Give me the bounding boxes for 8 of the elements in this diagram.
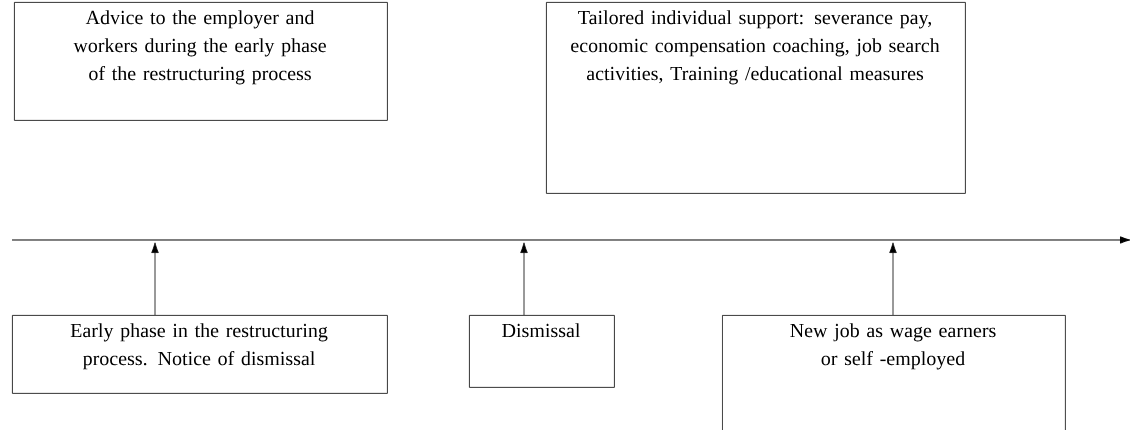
text-box: Advice to the employer and workers during the early phase of the restructuring process: [14, 2, 388, 121]
arrow: [520, 242, 528, 316]
text-box: Early phase in the restructuring process. Notice of dismissal: [12, 315, 388, 394]
text-box: New job as wage earners or self -employed: [722, 315, 1066, 430]
arrow: [889, 242, 897, 316]
arrow: [151, 242, 159, 316]
text-box: Tailored individual support: severance pay, economic compensation coaching, job search activities, Training /educational measures: [546, 2, 966, 194]
text-box: Dismissal: [469, 315, 615, 388]
